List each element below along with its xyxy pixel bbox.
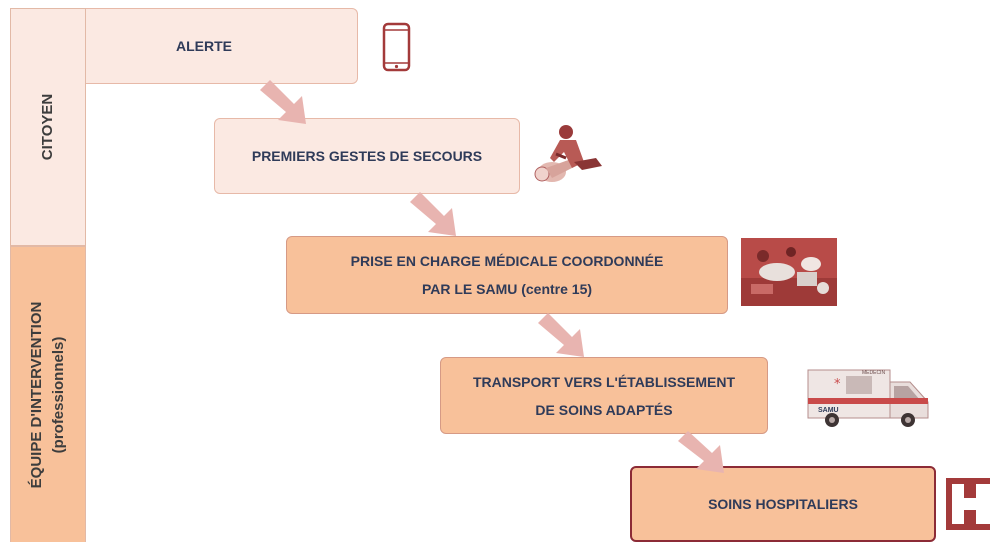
lane-citoyen: CITOYEN: [10, 8, 86, 246]
step-samu-line1: PRISE EN CHARGE MÉDICALE COORDONNÉE: [350, 253, 664, 269]
step-transport-line1: TRANSPORT VERS L'ÉTABLISSEMENT: [472, 373, 736, 390]
lane-equipe-title: ÉQUIPE D'INTERVENTION: [28, 301, 45, 488]
step-transport: TRANSPORT VERS L'ÉTABLISSEMENT DE SOINS …: [440, 357, 768, 434]
arrow-transport-to-hospital: [678, 431, 724, 473]
step-hospital-label: SOINS HOSPITALIERS: [708, 496, 858, 512]
step-samu-line2: PAR LE SAMU (centre 15): [421, 281, 593, 297]
lane-equipe-subtitle: (professionnels): [50, 336, 67, 453]
ambulance-samu-label: SAMU: [818, 407, 839, 414]
lane-equipe-intervention: ÉQUIPE D'INTERVENTION (professionnels): [10, 246, 86, 542]
arrow-gestes-to-samu: [410, 192, 456, 236]
ambulance-icon: * MEDECIN SAMU: [807, 369, 929, 427]
arrow-samu-to-transport: [538, 313, 584, 357]
step-transport-line2: DE SOINS ADAPTÉS: [535, 401, 673, 418]
lane-equipe-label: ÉQUIPE D'INTERVENTION (professionnels): [26, 301, 70, 488]
hospital-icon: [946, 478, 990, 530]
step-alerte-label: ALERTE: [176, 38, 232, 54]
step-soins-hospitaliers: SOINS HOSPITALIERS: [630, 466, 936, 542]
arrow-alerte-to-gestes: [260, 80, 306, 124]
lane-citoyen-label: CITOYEN: [39, 93, 56, 161]
step-premiers-gestes-label: PREMIERS GESTES DE SECOURS: [251, 148, 483, 164]
step-prise-en-charge-samu: PRISE EN CHARGE MÉDICALE COORDONNÉE PAR …: [286, 236, 728, 314]
step-alerte: ALERTE: [86, 8, 358, 84]
medical-team-scene-icon: [741, 238, 837, 306]
smartphone-icon: [382, 22, 411, 72]
first-aid-cpr-icon: [534, 125, 602, 182]
step-premiers-gestes: PREMIERS GESTES DE SECOURS: [214, 118, 520, 194]
ambulance-side-label: MEDECIN: [862, 370, 885, 376]
ambulance-star-of-life-icon: *: [834, 377, 841, 392]
